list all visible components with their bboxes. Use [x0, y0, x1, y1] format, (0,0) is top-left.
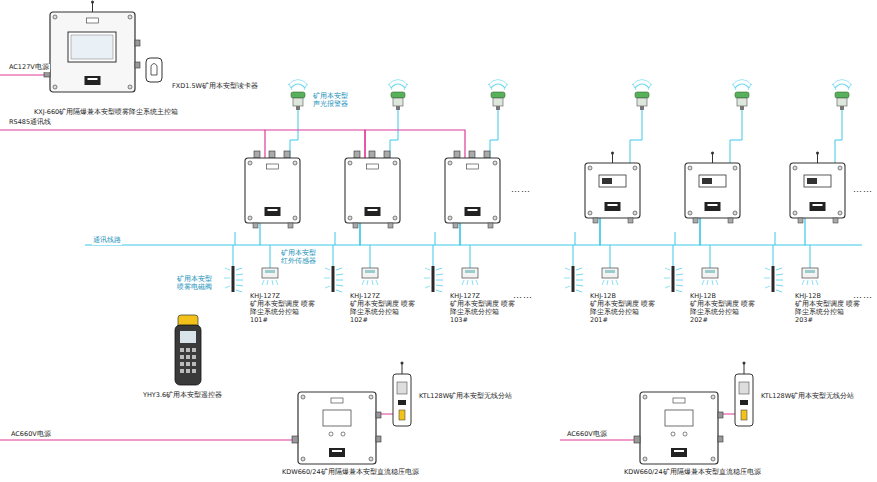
caption-text: 矿用本安型调度 喷雾降尘系统分控箱 — [450, 300, 520, 316]
continuation-mark: …… — [510, 184, 532, 195]
caption-text: 103# — [450, 316, 520, 324]
wireless-station: KTL128W矿用本安型无线分站 — [735, 374, 753, 426]
substation-box: KHJ-12B矿用本安型调度 喷雾降尘系统分控箱201# — [585, 163, 640, 218]
line-label: 通讯线路 — [92, 237, 122, 245]
line-label: 矿用本安型 喷雾电磁阀 — [176, 276, 218, 292]
remote-control: YHY3.6矿用本安型遥控器 — [175, 315, 201, 385]
connector — [260, 223, 360, 245]
caption-text: 101# — [250, 316, 320, 324]
device-illustration — [146, 58, 162, 82]
line-label: RS485通讯线 — [8, 119, 52, 127]
substation-box: KHJ-127Z矿用本安型调度 喷雾降尘系统分控箱101# — [245, 158, 300, 223]
power-line — [0, 74, 50, 75]
substation-box: KHJ-12B矿用本安型调度 喷雾降尘系统分控箱203# — [790, 163, 845, 218]
caption-text: 102# — [350, 316, 420, 324]
caption-text: 矿用本安型调度 喷雾降尘系统分控箱 — [795, 300, 865, 316]
device-caption: KHJ-12B矿用本安型调度 喷雾降尘系统分控箱201# — [590, 292, 660, 325]
line-label: AC660V电源 — [10, 431, 52, 439]
device-illustration — [298, 392, 376, 464]
device-illustration — [685, 163, 740, 218]
spray-valves — [224, 266, 783, 292]
device-illustration — [445, 158, 500, 223]
caption-text: 矿用本安型调度 喷雾降尘系统分控箱 — [690, 300, 760, 316]
caption-text: 矿用本安型调度 喷雾降尘系统分控箱 — [350, 300, 420, 316]
caption-text: KHJ-127Z — [350, 292, 420, 300]
device-caption: KTL128W矿用本安型无线分站 — [419, 392, 512, 400]
caption-text: 矿用本安型调度 喷雾降尘系统分控箱 — [250, 300, 320, 316]
caption-text: KHJ-127Z — [250, 292, 320, 300]
device-illustration — [790, 163, 845, 218]
caption-text: KHJ-127Z — [450, 292, 520, 300]
power-line — [560, 439, 640, 440]
main-controller: KXJ-660矿用隔爆兼本安型喷雾降尘系统主控箱 — [50, 12, 135, 92]
device-illustration — [345, 158, 400, 223]
caption-text: YHY3.6矿用本安型遥控器 — [143, 391, 222, 399]
device-caption: KHJ-127Z矿用本安型调度 喷雾降尘系统分控箱103# — [450, 292, 520, 325]
device-caption: KXJ-660矿用隔爆兼本安型喷雾降尘系统主控箱 — [34, 108, 178, 116]
caption-text: KDW660/24矿用隔爆兼本安型直流稳压电源 — [282, 468, 419, 476]
caption-text: 202# — [690, 316, 760, 324]
device-caption: KDW660/24矿用隔爆兼本安型直流稳压电源 — [624, 468, 761, 476]
caption-text: KHJ-12B — [590, 292, 660, 300]
device-caption: YHY3.6矿用本安型遥控器 — [143, 391, 222, 399]
wireless-station: KTL128W矿用本安型无线分站 — [393, 374, 411, 426]
device-caption: KTL128W矿用本安型无线分站 — [761, 392, 854, 400]
connector — [600, 218, 700, 245]
field-wiring — [233, 110, 842, 268]
connector — [365, 130, 465, 158]
caption-text: KTL128W矿用本安型无线分站 — [761, 392, 854, 400]
alarm-lamps — [288, 80, 852, 111]
line-label: AC660V电源 — [566, 431, 608, 439]
power-supply: KDW660/24矿用隔爆兼本安型直流稳压电源 — [640, 392, 718, 464]
continuation-mark: …… — [512, 290, 534, 301]
line-label: AC127V电源 — [8, 64, 50, 72]
device-caption: FXD1.5W矿用本安型读卡器 — [172, 82, 258, 90]
device-caption: KHJ-12B矿用本安型调度 喷雾降尘系统分控箱202# — [690, 292, 760, 325]
caption-text: KHJ-12B — [690, 292, 760, 300]
caption-text: KXJ-660矿用隔爆兼本安型喷雾降尘系统主控箱 — [34, 108, 178, 116]
line-label: 矿用本安型 声光报警器 — [312, 93, 352, 109]
device-illustration — [640, 392, 718, 464]
device-illustration — [245, 158, 300, 223]
connector — [700, 218, 805, 245]
substation-box: KHJ-12B矿用本安型调度 喷雾降尘系统分控箱202# — [685, 163, 740, 218]
continuation-mark: …… — [852, 290, 874, 301]
substation-box: KHJ-127Z矿用本安型调度 喷雾降尘系统分控箱103# — [445, 158, 500, 223]
bus-line — [0, 129, 265, 130]
caption-text: KTL128W矿用本安型无线分站 — [419, 392, 512, 400]
caption-text: 203# — [795, 316, 865, 324]
device-caption: KHJ-127Z矿用本安型调度 喷雾降尘系统分控箱101# — [250, 292, 320, 325]
device-illustration — [50, 12, 135, 92]
sensors — [262, 268, 818, 285]
power-supply: KDW660/24矿用隔爆兼本安型直流稳压电源 — [298, 392, 376, 464]
device-caption: KHJ-127Z矿用本安型调度 喷雾降尘系统分控箱102# — [350, 292, 420, 325]
device-caption: KDW660/24矿用隔爆兼本安型直流稳压电源 — [282, 468, 419, 476]
caption-text: 201# — [590, 316, 660, 324]
substation-box: KHJ-127Z矿用本安型调度 喷雾降尘系统分控箱102# — [345, 158, 400, 223]
device-illustration — [393, 374, 411, 426]
connector — [360, 223, 460, 245]
caption-text: KDW660/24矿用隔爆兼本安型直流稳压电源 — [624, 468, 761, 476]
device-illustration — [175, 315, 201, 385]
device-illustration — [585, 163, 640, 218]
caption-text: 矿用本安型调度 喷雾降尘系统分控箱 — [590, 300, 660, 316]
card-reader: FXD1.5W矿用本安型读卡器 — [146, 58, 162, 82]
device-illustration — [735, 374, 753, 426]
connector — [265, 130, 365, 158]
power-line — [0, 439, 298, 440]
line-label: 矿用本安型 红外传感器 — [280, 250, 322, 266]
comm-bus — [805, 244, 862, 245]
caption-text: FXD1.5W矿用本安型读卡器 — [172, 82, 258, 90]
continuation-mark: …… — [852, 184, 874, 195]
